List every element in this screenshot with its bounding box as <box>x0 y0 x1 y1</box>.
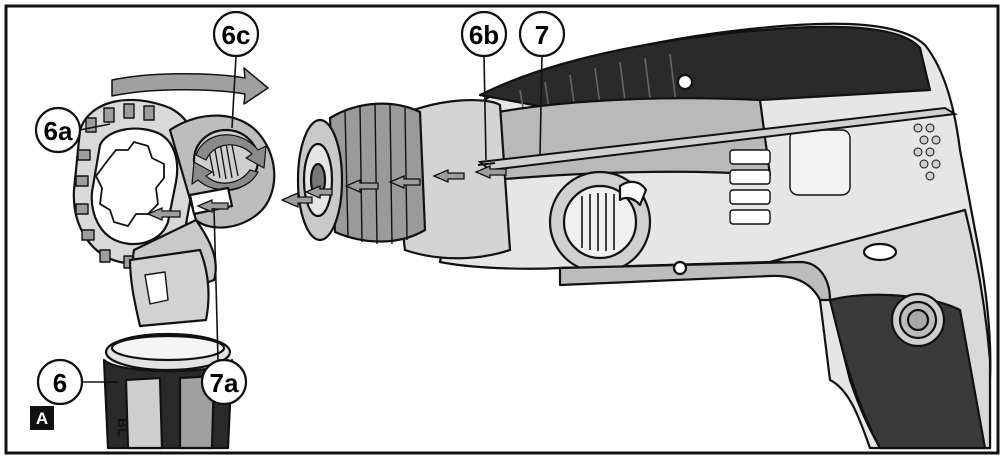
callout-6-circle <box>36 358 84 406</box>
callout-6b: 6b <box>469 20 499 50</box>
callout-7-circle <box>518 10 566 58</box>
arrow-left-icon <box>388 175 421 189</box>
callout-6c: 6c <box>222 20 251 50</box>
callout-7: 7 <box>535 20 549 50</box>
callout-7a: 7a <box>210 368 239 398</box>
callout-6a-circle <box>34 106 82 154</box>
callout-7a-circle <box>200 358 248 406</box>
callout-6b-circle <box>460 10 508 58</box>
figure-letter-box <box>30 406 54 430</box>
callout-6c-circle <box>212 10 260 58</box>
arrow-left-icon <box>432 169 465 183</box>
rotate-arrow-icon <box>111 67 269 105</box>
callouts: 6c 6a 6b 7 7a 6 <box>34 10 566 406</box>
arrow-left-icon <box>344 179 379 193</box>
insertion-arrows <box>146 165 507 221</box>
arrow-left-icon <box>146 207 181 221</box>
arrow-left-icon <box>196 199 229 213</box>
drill-body <box>438 22 992 450</box>
callout-6: 6 <box>53 368 67 398</box>
arrow-left-icon <box>474 165 507 179</box>
brand-text: BL <box>115 418 131 437</box>
side-handle <box>72 67 276 450</box>
figure-letter: A <box>36 409 48 428</box>
arrow-left-icon <box>304 185 333 199</box>
arrow-left-icon <box>280 192 313 208</box>
callout-6a: 6a <box>44 116 73 146</box>
